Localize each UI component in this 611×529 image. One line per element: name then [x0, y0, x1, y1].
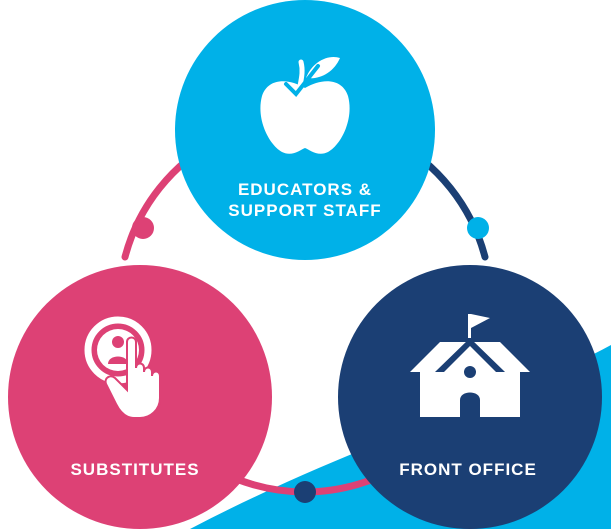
connector-dot-bottom: [294, 481, 316, 503]
touch-profile-icon: [84, 316, 161, 419]
apple-icon: [260, 56, 350, 154]
substitutes-label: SUBSTITUTES: [70, 460, 200, 479]
front-office-label: FRONT OFFICE: [399, 460, 537, 479]
schoolhouse-icon: [410, 314, 530, 417]
connector-dot-right: [467, 217, 489, 239]
connector-dot-left: [132, 217, 154, 239]
educators-label: EDUCATORS & SUPPORT STAFF: [228, 180, 382, 220]
